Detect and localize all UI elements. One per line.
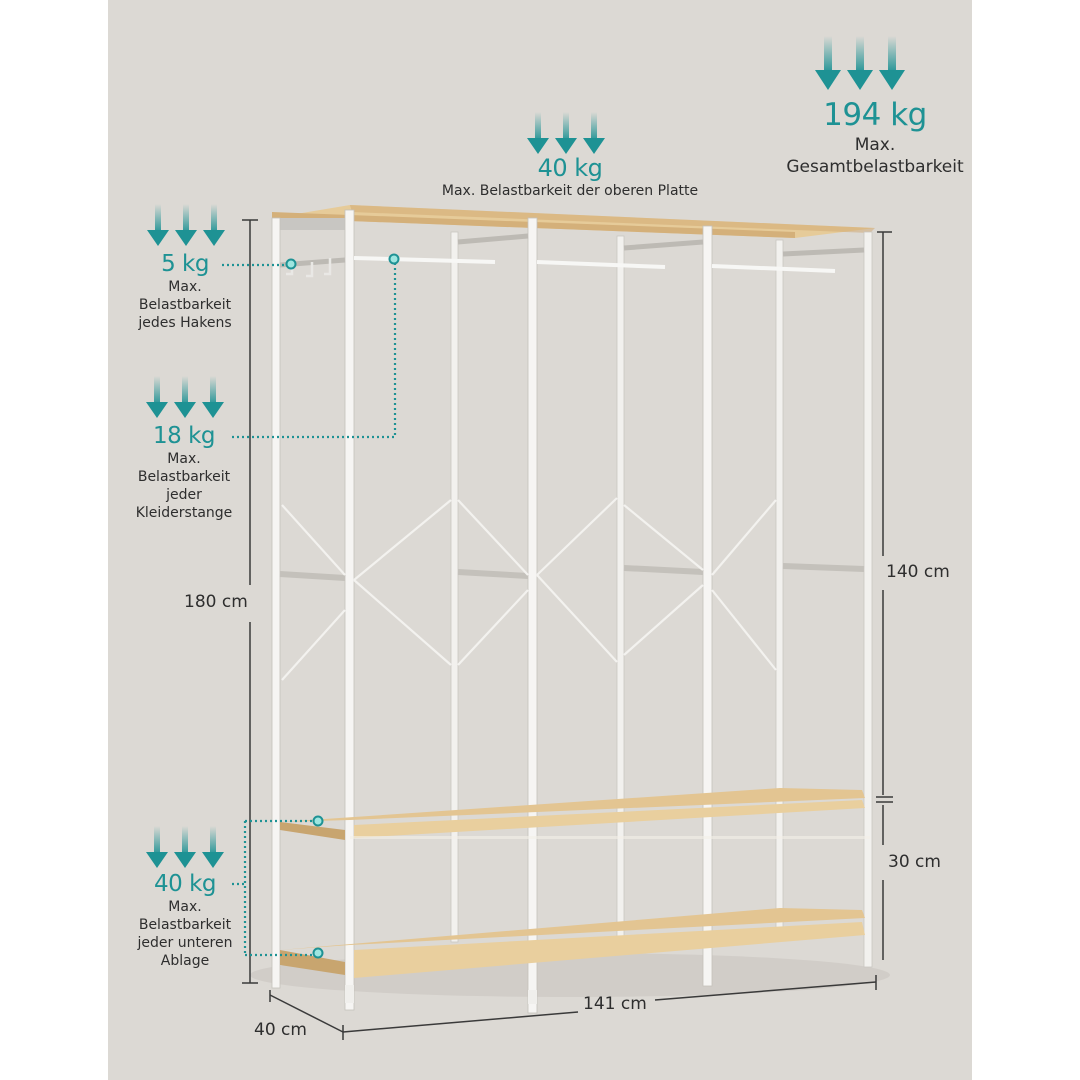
rod-arrows: [146, 376, 224, 420]
total-load-label: 194 kg Max. Gesamtbelastbarkeit: [775, 96, 975, 178]
down-arrow-icon: [202, 826, 224, 870]
down-arrow-icon: [879, 36, 905, 92]
down-arrow-icon: [174, 376, 196, 420]
lower-shelf-value: 40 kg: [154, 871, 217, 897]
hanging-height-dimension: 140 cm: [886, 562, 950, 582]
hook-arrows: [147, 204, 225, 248]
down-arrow-icon: [175, 204, 197, 248]
top-plate-value: 40 kg: [537, 154, 603, 182]
down-arrow-icon: [146, 376, 168, 420]
down-arrow-icon: [202, 376, 224, 420]
lower-shelf-label: 40 kg Max. Belastbarkeit jeder unteren A…: [115, 870, 255, 970]
total-height-dimension: 180 cm: [184, 592, 248, 612]
top-plate-label: 40 kg Max. Belastbarkeit der oberen Plat…: [410, 154, 730, 200]
top-plate-arrows: [527, 112, 605, 156]
hook-label: 5 kg Max. Belastbarkeit jedes Hakens: [120, 250, 250, 332]
total-load-value: 194 kg: [823, 97, 927, 133]
total-load-arrows: [815, 36, 905, 92]
down-arrow-icon: [555, 112, 577, 156]
width-dimension: 141 cm: [583, 994, 647, 1014]
down-arrow-icon: [146, 826, 168, 870]
down-arrow-icon: [147, 204, 169, 248]
background-panel: [108, 0, 972, 1080]
rod-value: 18 kg: [153, 423, 216, 449]
down-arrow-icon: [815, 36, 841, 92]
lower-shelf-arrows: [146, 826, 224, 870]
down-arrow-icon: [527, 112, 549, 156]
down-arrow-icon: [583, 112, 605, 156]
down-arrow-icon: [847, 36, 873, 92]
down-arrow-icon: [203, 204, 225, 248]
rod-label: 18 kg Max. Belastbarkeit jeder Kleiderst…: [118, 422, 250, 522]
hook-value: 5 kg: [161, 251, 209, 277]
down-arrow-icon: [174, 826, 196, 870]
shelf-gap-dimension: 30 cm: [888, 852, 941, 872]
depth-dimension: 40 cm: [254, 1020, 307, 1040]
